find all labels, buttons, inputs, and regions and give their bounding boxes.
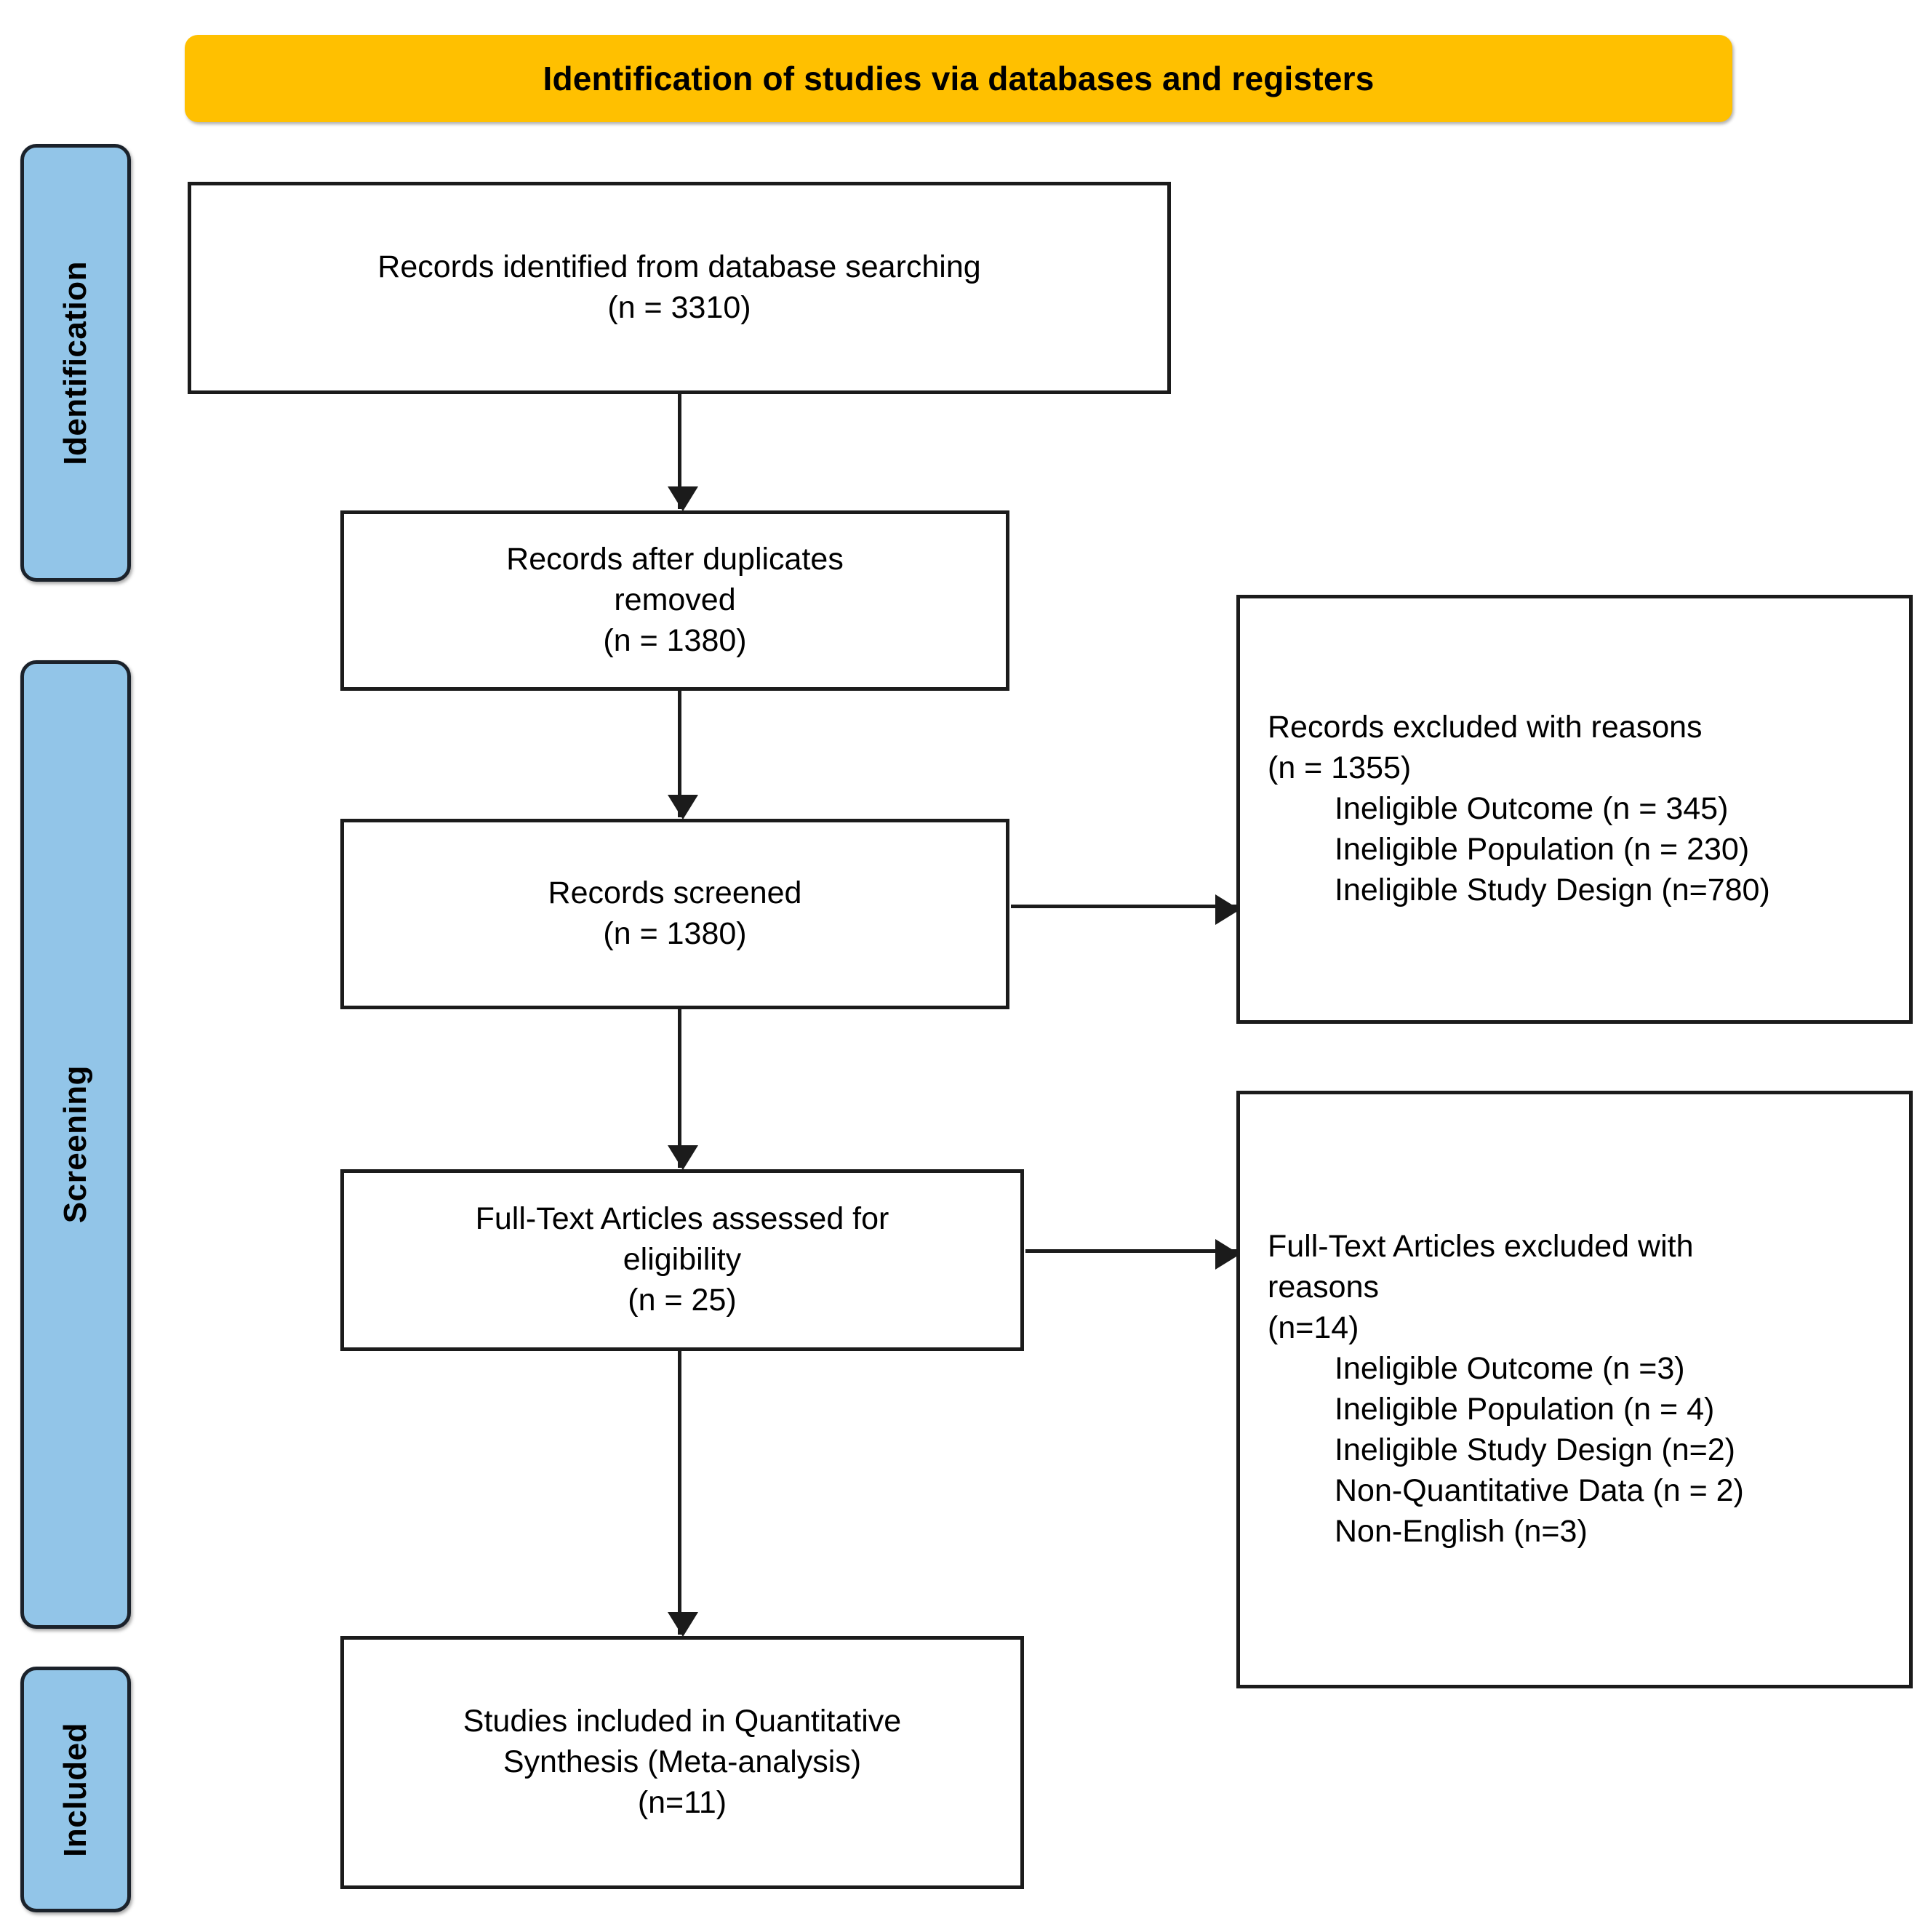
flow-box-fulltext-assessed-text: Full-Text Articles assessed for eligibil…	[476, 1199, 889, 1321]
stage-label-included-text: Included	[57, 1722, 93, 1857]
records-excluded-heading: Records excluded with reasons (n = 1355)	[1268, 708, 1881, 789]
fulltext-assessed-count: (n = 25)	[628, 1282, 737, 1318]
list-item: Ineligible Population (n = 230)	[1335, 831, 1750, 867]
stage-label-identification-text: Identification	[57, 260, 93, 465]
stage-label-identification: Identification	[20, 144, 131, 582]
down-arrow-icon-screened-to-fulltext	[668, 1009, 698, 1170]
header-banner: Identification of studies via databases …	[185, 35, 1732, 122]
records-after-duplicates-count: (n = 1380)	[603, 622, 747, 658]
flow-box-records-after-duplicates-text: Records after duplicates removed (n = 138…	[506, 540, 844, 662]
list-item: Ineligible Outcome (n = 345)	[1335, 791, 1729, 827]
fulltext-excluded-heading-text: Full-Text Articles excluded with reasons	[1268, 1229, 1694, 1305]
side-box-records-excluded: Records excluded with reasons(n = 1355) …	[1236, 595, 1913, 1024]
flow-box-records-identified: Records identified from database searchi…	[188, 182, 1171, 394]
down-arrow-icon-identified-to-duplicates	[668, 394, 698, 511]
fulltext-excluded-count: (n=14)	[1268, 1310, 1359, 1346]
list-item: Ineligible Population (n = 4)	[1335, 1392, 1715, 1427]
fulltext-excluded-heading: Full-Text Articles excluded with reasons…	[1268, 1227, 1881, 1349]
flow-box-records-screened-text: Records screened (n = 1380)	[548, 873, 802, 955]
list-item: Ineligible Study Design (n=2)	[1335, 1432, 1735, 1467]
records-identified-count: (n = 3310)	[607, 290, 751, 325]
flow-box-records-after-duplicates: Records after duplicates removed (n = 138…	[340, 510, 1009, 691]
list-item: Ineligible Study Design (n=780)	[1335, 872, 1770, 907]
studies-included-label: Studies included in Quantitative Synthes…	[463, 1704, 902, 1780]
flow-box-records-screened: Records screened (n = 1380)	[340, 819, 1009, 1009]
side-box-records-excluded-inner: Records excluded with reasons(n = 1355) …	[1268, 708, 1881, 910]
studies-included-count: (n=11)	[637, 1784, 727, 1820]
side-box-fulltext-excluded-inner: Full-Text Articles excluded with reasons…	[1268, 1227, 1881, 1552]
flow-box-studies-included-text: Studies included in Quantitative Synthes…	[463, 1701, 901, 1824]
stage-label-screening-text: Screening	[57, 1065, 93, 1224]
records-excluded-count: (n = 1355)	[1268, 750, 1412, 786]
records-after-duplicates-label: Records after duplicates removed	[506, 542, 844, 618]
down-arrow-icon-fulltext-to-included	[668, 1351, 698, 1637]
flow-box-studies-included: Studies included in Quantitative Synthes…	[340, 1636, 1024, 1889]
stage-label-screening: Screening	[20, 660, 131, 1629]
down-arrow-icon-duplicates-to-screened	[668, 691, 698, 819]
right-arrow-icon-screened-to-excluded	[1011, 894, 1240, 925]
fulltext-excluded-reason-list: Ineligible Outcome (n =3) Ineligible Pop…	[1268, 1349, 1881, 1552]
records-screened-label: Records screened	[548, 875, 802, 911]
records-excluded-reason-list: Ineligible Outcome (n = 345) Ineligible …	[1268, 789, 1881, 911]
right-arrow-icon-fulltext-to-excluded	[1025, 1239, 1240, 1270]
page-title: Identification of studies via databases …	[543, 60, 1375, 97]
stage-label-included: Included	[20, 1667, 131, 1912]
records-screened-count: (n = 1380)	[603, 916, 747, 951]
records-excluded-heading-text: Records excluded with reasons	[1268, 710, 1703, 745]
side-box-fulltext-excluded: Full-Text Articles excluded with reasons…	[1236, 1091, 1913, 1688]
list-item: Ineligible Outcome (n =3)	[1335, 1351, 1685, 1387]
fulltext-assessed-label: Full-Text Articles assessed for eligibil…	[475, 1201, 889, 1278]
list-item: Non-English (n=3)	[1335, 1513, 1588, 1549]
records-identified-label: Records identified from database searchi…	[377, 249, 981, 285]
list-item: Non-Quantitative Data (n = 2)	[1335, 1472, 1744, 1508]
flow-box-records-identified-text: Records identified from database searchi…	[377, 247, 980, 329]
flow-box-fulltext-assessed: Full-Text Articles assessed for eligibil…	[340, 1169, 1024, 1351]
